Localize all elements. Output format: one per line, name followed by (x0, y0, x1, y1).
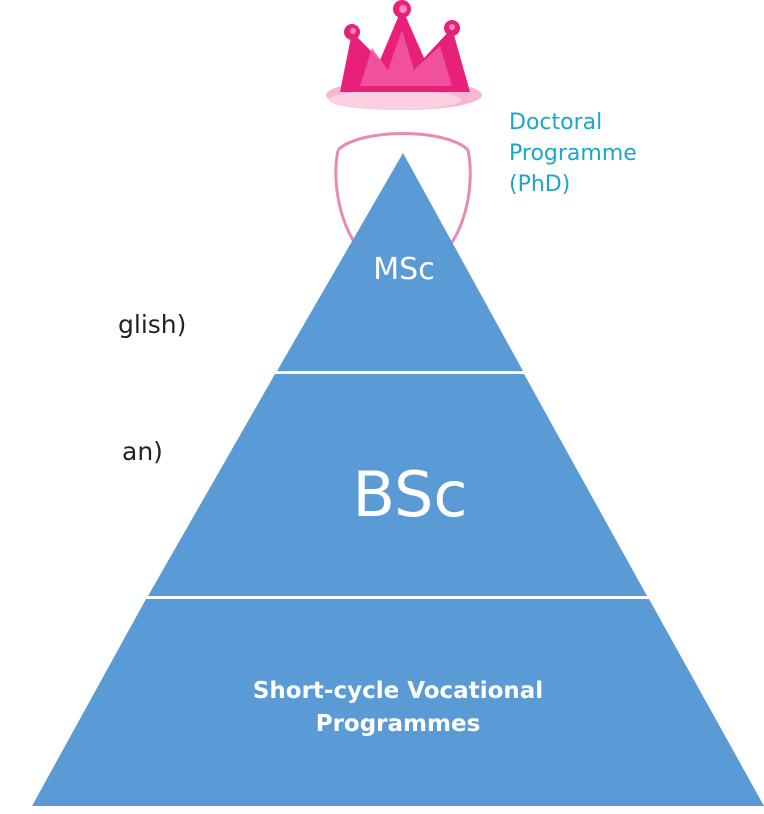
cropped-text-line-2: an) (122, 437, 163, 466)
pyramid-tier-short-cycle (32, 599, 764, 806)
short-cycle-label-line-2: Programmes (316, 711, 481, 737)
cropped-text-line-1: glish) (118, 310, 187, 339)
pyramid-tier-bsc (148, 374, 647, 596)
phd-label-line-2: Programme (509, 141, 637, 166)
msc-label: MSc (373, 252, 434, 287)
bsc-label: BSc (353, 458, 468, 531)
pink-crown-icon (326, 0, 482, 110)
phd-label-line-3: (PhD) (509, 172, 571, 197)
phd-label-line-1: Doctoral (509, 110, 603, 135)
short-cycle-label-line-1: Short-cycle Vocational (253, 678, 543, 704)
phd-label: Doctoral Programme (PhD) (509, 107, 637, 200)
pyramid-tier-msc (277, 153, 523, 371)
